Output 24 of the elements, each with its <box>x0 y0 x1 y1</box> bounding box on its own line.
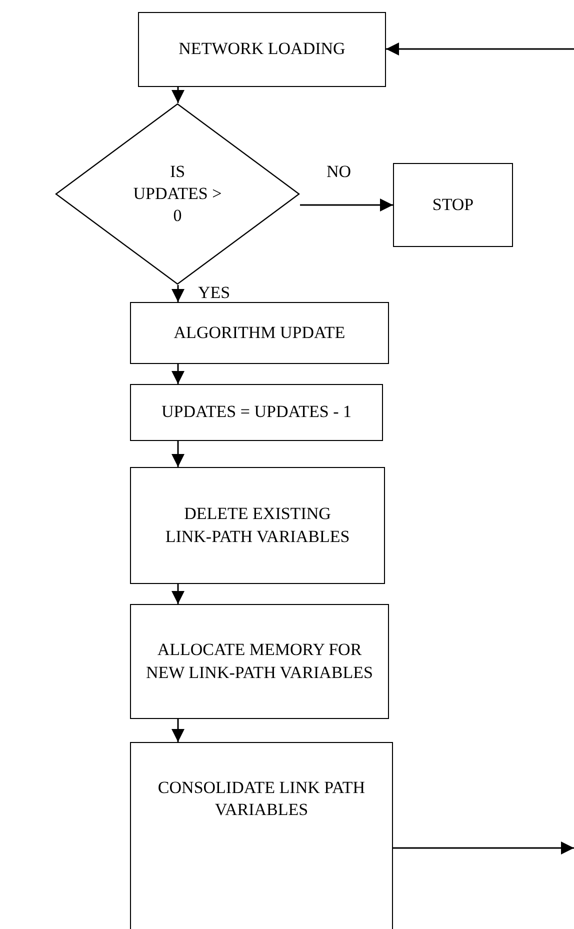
process-box <box>130 742 393 929</box>
node-text: CONSOLIDATE LINK PATH VARIABLES <box>156 777 366 822</box>
arrow <box>386 42 574 56</box>
node-text: NETWORK LOADING <box>178 38 346 60</box>
node-text: IS UPDATES > 0 <box>132 160 222 228</box>
process-box <box>138 12 386 87</box>
process-box <box>393 163 513 247</box>
arrow <box>172 87 184 103</box>
arrow <box>172 584 184 604</box>
arrow <box>300 198 393 212</box>
process-box <box>130 302 389 364</box>
process-box <box>130 467 385 584</box>
arrow <box>172 285 184 302</box>
node-text: UPDATES = UPDATES - 1 <box>162 401 352 424</box>
process-box <box>130 604 389 719</box>
node-text: DELETE EXISTING LINK-PATH VARIABLES <box>164 503 351 548</box>
arrow <box>393 842 574 854</box>
node-text: ALGORITHM UPDATE <box>174 322 346 344</box>
arrow <box>172 441 184 467</box>
arrow <box>172 719 184 742</box>
arrow <box>172 364 184 384</box>
process-box <box>130 384 383 441</box>
node-text: STOP <box>432 194 474 216</box>
node-text: ALLOCATE MEMORY FOR NEW LINK-PATH VARIABLES <box>144 639 374 684</box>
